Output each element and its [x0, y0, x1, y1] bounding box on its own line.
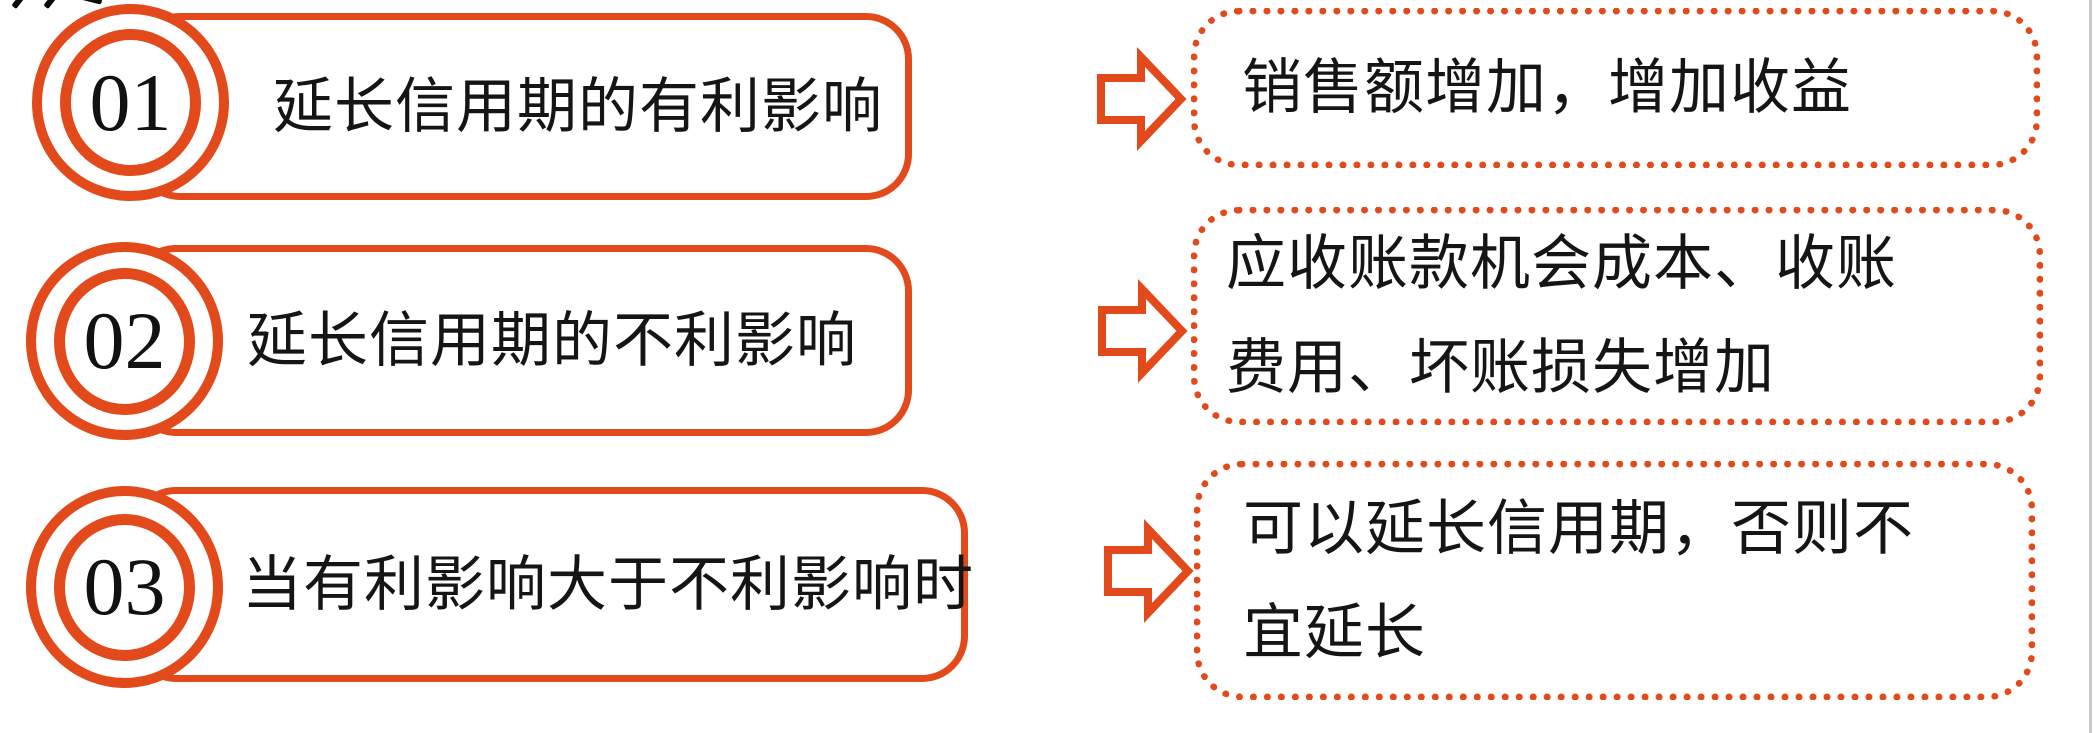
step-number-1: 01	[89, 56, 172, 148]
stroke-fragment	[11, 0, 27, 10]
result-line: 应收账款机会成本、收账	[1226, 231, 1897, 297]
step-number-badge-3: 03	[26, 486, 223, 688]
right-block-arrow-icon	[1097, 47, 1187, 151]
step-label-box-1: 延长信用期的有利影响	[134, 13, 912, 200]
result-box-3: 可以延长信用期，否则不 宜延长	[1194, 461, 2035, 700]
result-line: 宜延长	[1243, 599, 1426, 666]
result-box-2: 应收账款机会成本、收账 费用、坏账损失增加	[1191, 207, 2043, 425]
step-label-2: 延长信用期的不利影响	[247, 307, 857, 374]
step-label-box-3: 当有利影响大于不利影响时	[130, 487, 973, 682]
step-label-3: 当有利影响大于不利影响时	[242, 551, 974, 618]
step-number-3: 03	[83, 541, 166, 632]
result-box-1: 销售额增加，增加收益	[1191, 8, 2040, 168]
step-number-badge-2: 02	[26, 242, 223, 440]
result-line: 费用、坏账损失增加	[1226, 335, 1775, 401]
step-number-2: 02	[83, 295, 166, 386]
stroke-fragment	[43, 0, 59, 10]
right-block-arrow-icon	[1098, 279, 1188, 383]
result-line: 可以延长信用期，否则不	[1243, 495, 1914, 562]
stroke-fragment	[79, 0, 103, 5]
page-right-edge-line	[2089, 0, 2092, 733]
step-label-box-2: 延长信用期的不利影响	[130, 245, 912, 436]
step-number-inner-ring-2: 02	[54, 267, 195, 415]
step-number-inner-ring-1: 01	[60, 29, 201, 176]
step-label-1: 延长信用期的有利影响	[273, 73, 883, 140]
result-line: 销售额增加，增加收益	[1242, 55, 1852, 121]
step-number-inner-ring-3: 03	[54, 513, 195, 661]
right-block-arrow-icon	[1104, 519, 1194, 623]
step-number-badge-1: 01	[32, 4, 229, 201]
